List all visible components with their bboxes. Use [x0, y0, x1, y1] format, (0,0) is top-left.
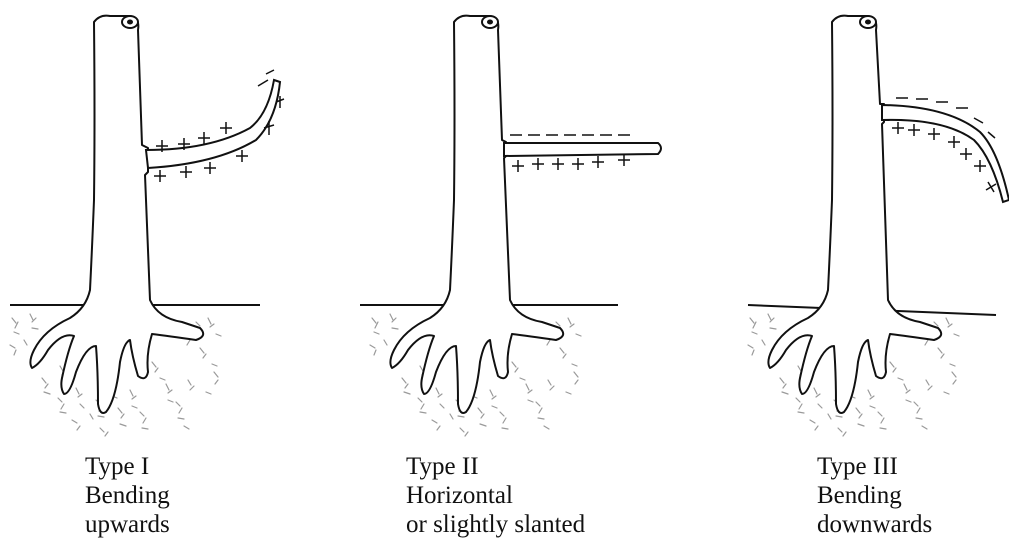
description-line: Bending [85, 481, 170, 510]
description-line: downwards [817, 510, 932, 539]
description-line: upwards [85, 510, 170, 539]
trunk [390, 16, 563, 413]
trunk [30, 16, 203, 413]
caption-type-1: Type I Bending upwards [85, 452, 170, 539]
panel-type-1 [10, 16, 284, 436]
description-line: or slightly slanted [406, 510, 585, 539]
description-line: Horizontal [406, 481, 585, 510]
caption-type-2: Type II Horizontal or slightly slanted [406, 452, 585, 539]
trunk [768, 16, 941, 413]
branch-upward [146, 80, 280, 168]
description-line: Bending [817, 481, 932, 510]
panel-type-2 [360, 16, 661, 436]
branch-horizontal [504, 143, 661, 156]
type-label: Type I [85, 452, 170, 481]
type-label: Type II [406, 452, 585, 481]
compression-marks [512, 154, 630, 172]
type-label: Type III [817, 452, 932, 481]
panel-type-3 [748, 16, 1009, 436]
caption-type-3: Type III Bending downwards [817, 452, 932, 539]
